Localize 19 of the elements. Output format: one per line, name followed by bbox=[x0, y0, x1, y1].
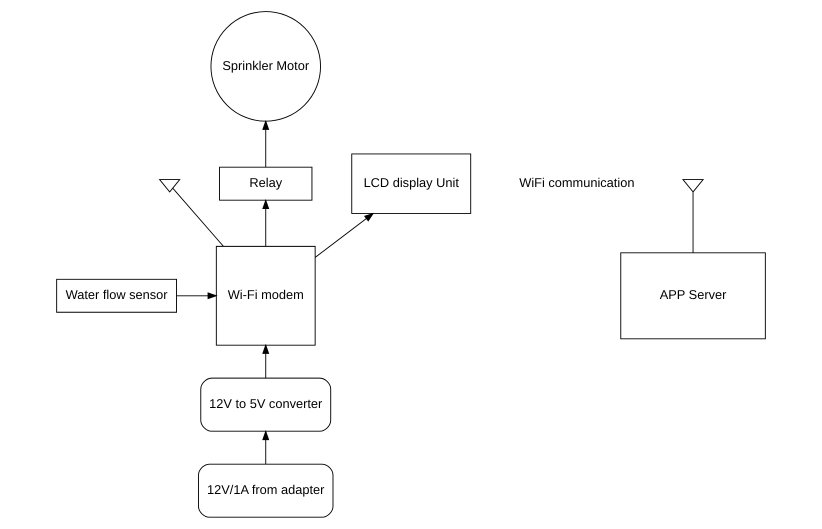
arrow bbox=[262, 344, 270, 379]
node-box: 12V/1A from adapter bbox=[198, 464, 334, 518]
node-box: 12V to 5V converter bbox=[200, 378, 332, 432]
arrow bbox=[314, 212, 374, 258]
node-antenna bbox=[158, 179, 181, 193]
arrow bbox=[262, 198, 270, 247]
connector bbox=[172, 188, 224, 247]
arrow bbox=[176, 292, 218, 300]
node-circle: Sprinkler Motor bbox=[210, 11, 321, 122]
node-box: Relay bbox=[219, 166, 312, 201]
node-antenna bbox=[682, 179, 704, 193]
arrow bbox=[262, 120, 270, 168]
node-box: Wi-Fi modem bbox=[216, 246, 316, 346]
node-box: APP Server bbox=[620, 252, 766, 340]
connector bbox=[692, 192, 694, 254]
node-box: Water flow sensor bbox=[56, 278, 177, 313]
arrow bbox=[262, 430, 270, 465]
node-box: LCD display Unit bbox=[351, 154, 472, 214]
label: WiFi communication bbox=[519, 175, 634, 190]
